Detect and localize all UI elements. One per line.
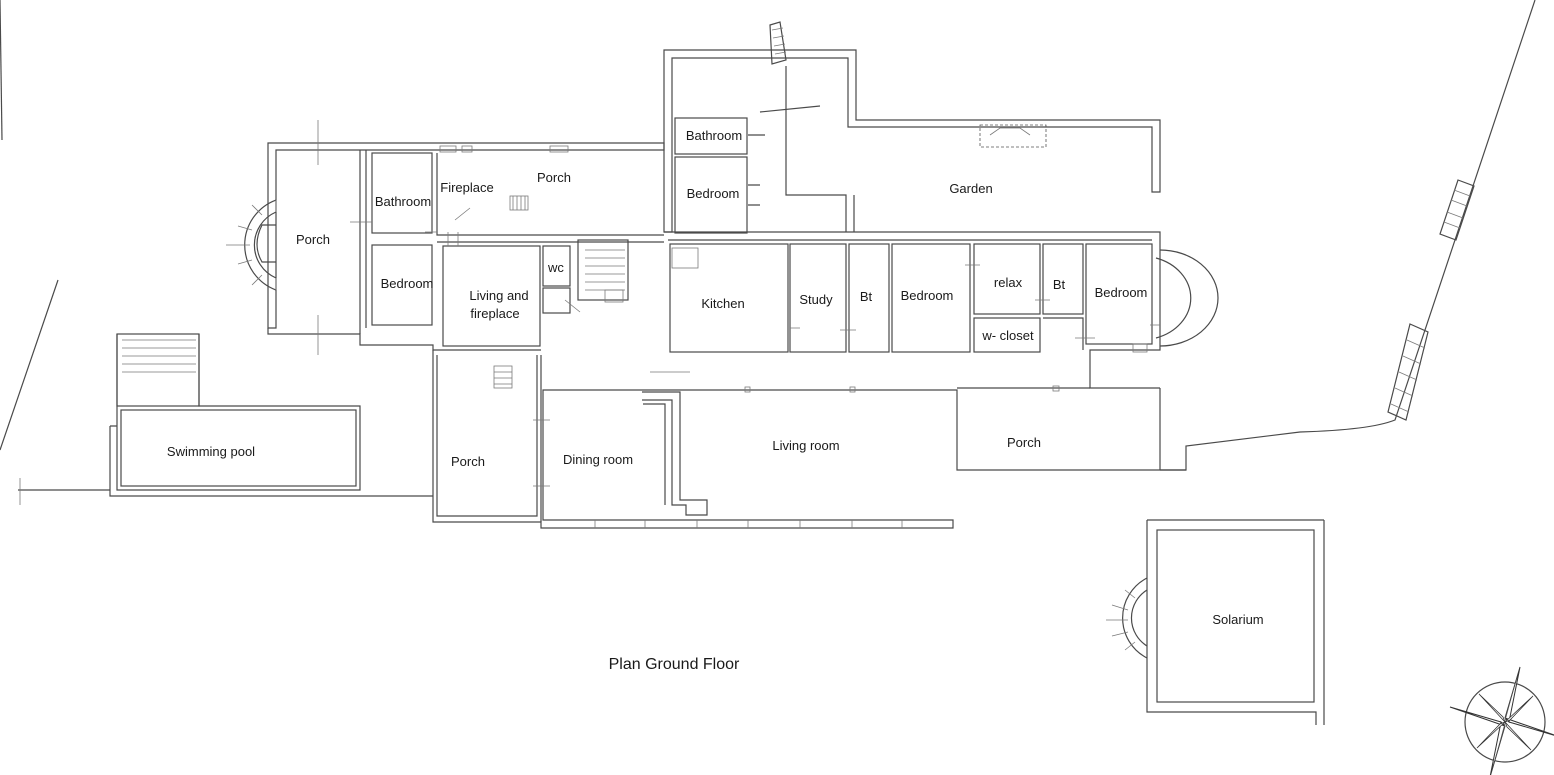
label-kitchen: Kitchen (701, 296, 744, 311)
label-w-closet: w- closet (981, 328, 1034, 343)
label-bedroom-center: Bedroom (901, 288, 954, 303)
west-wing-walls (226, 120, 665, 355)
label-garden: Garden (949, 181, 992, 196)
label-bathroom-west: Bathroom (375, 194, 431, 209)
label-porch-south: Porch (451, 454, 485, 469)
label-study: Study (799, 292, 833, 307)
solarium-walls (1106, 519, 1325, 725)
label-swimming-pool: Swimming pool (167, 444, 255, 459)
boundary-steps (1387, 179, 1475, 421)
label-bedroom-north: Bedroom (687, 186, 740, 201)
plan-title: Plan Ground Floor (609, 656, 740, 673)
label-fireplace: Fireplace (440, 180, 493, 195)
label-relax: relax (994, 275, 1023, 290)
site-boundary (0, 0, 1536, 505)
label-living-fireplace-line1: Living and (469, 288, 528, 303)
label-porch-east: Porch (1007, 435, 1041, 450)
label-bedroom-east: Bedroom (1095, 285, 1148, 300)
room-labels: Porch Bathroom Fireplace Porch Bedroom L… (167, 128, 1264, 627)
label-dining-room: Dining room (563, 452, 633, 467)
label-porch-north: Porch (537, 170, 571, 185)
label-living-room: Living room (772, 438, 839, 453)
south-block-walls (109, 333, 1186, 529)
label-wc: wc (547, 260, 564, 275)
label-porch-west: Porch (296, 232, 330, 247)
compass-rose-icon (1449, 666, 1554, 775)
label-bt-2: Bt (1053, 277, 1066, 292)
east-wing-walls (664, 231, 1219, 389)
label-solarium: Solarium (1212, 612, 1263, 627)
label-living-fireplace-line2: fireplace (470, 306, 519, 321)
label-bathroom-north: Bathroom (686, 128, 742, 143)
label-bt-1: Bt (860, 289, 873, 304)
label-bedroom-west: Bedroom (381, 276, 434, 291)
